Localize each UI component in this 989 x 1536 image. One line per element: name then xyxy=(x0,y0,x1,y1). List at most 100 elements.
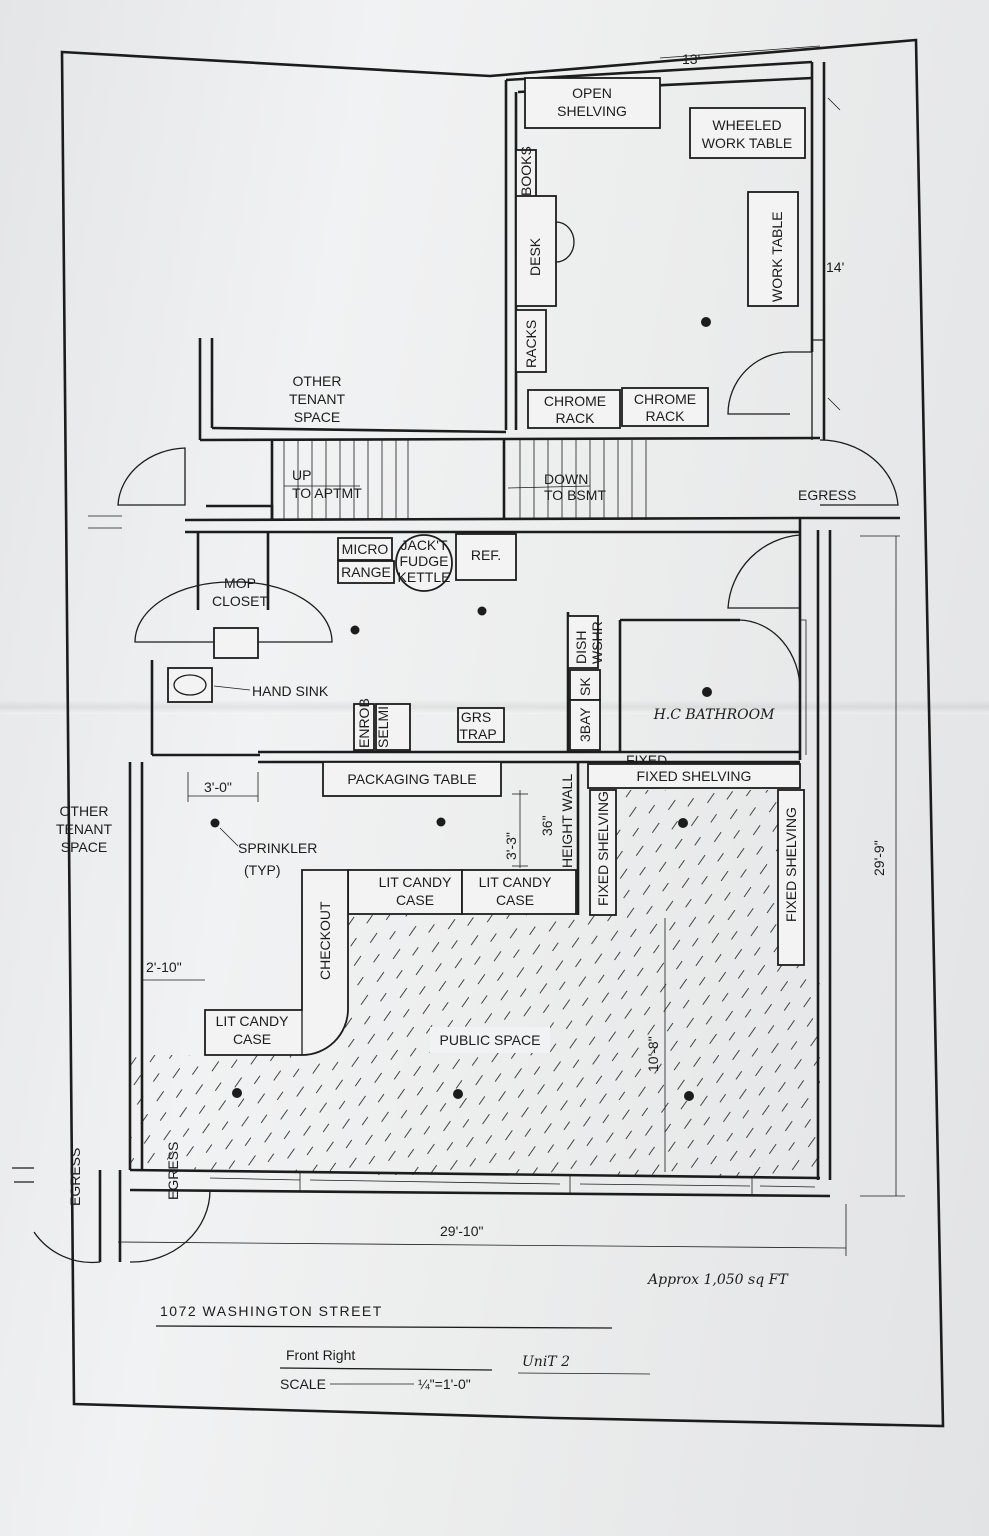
dishwasher xyxy=(567,615,599,669)
mop-closet-label-1: MOP xyxy=(224,575,256,591)
selmi xyxy=(375,703,411,751)
down-label-1: DOWN xyxy=(544,471,588,487)
checkout-counter xyxy=(204,869,349,1056)
fixed-shelving-horizontal xyxy=(587,763,801,789)
dim-10-8: 10'-8" xyxy=(645,1036,661,1072)
three-bay-label: 3BAY xyxy=(577,707,593,742)
hatch-public-left xyxy=(130,1055,340,1172)
work-table xyxy=(747,191,799,307)
other-tenant-top-2: TENANT xyxy=(289,391,345,407)
wheeled-work-table xyxy=(689,107,806,159)
right-exterior-wall xyxy=(798,516,900,1180)
egress-right-door xyxy=(819,439,899,506)
lit-candy-case-3-label-2: CASE xyxy=(233,1031,271,1047)
three-bay-sink xyxy=(569,699,601,751)
lit-candy-case-1-label-1: LIT CANDY xyxy=(379,874,453,890)
dim-13ft: 13' xyxy=(682,51,700,67)
ref-label: REF. xyxy=(471,547,501,563)
wheeled-work-table-label-1: WHEELED xyxy=(712,117,781,133)
wshr-label: WSHR xyxy=(589,621,605,664)
fudge-kettle-label-1: JACK'T xyxy=(400,537,447,553)
bathroom-door-swing xyxy=(736,619,801,691)
unit-note: UniT 2 xyxy=(522,1354,570,1370)
sprinkler-label-1: SPRINKLER xyxy=(238,840,317,856)
stair-treads-up xyxy=(283,440,409,520)
fudge-kettle xyxy=(395,534,453,592)
egress-left-1-label: EGRESS xyxy=(67,1148,83,1206)
racks-label: RACKS xyxy=(523,320,539,368)
area-note: Approx 1,050 sq FT xyxy=(646,1272,789,1288)
range-label: RANGE xyxy=(341,564,391,580)
office-door-swing xyxy=(727,351,812,415)
checkout-label: CHECKOUT xyxy=(317,901,333,980)
dim-14ft: 14' xyxy=(826,259,844,275)
public-space-label: PUBLIC SPACE xyxy=(440,1032,541,1048)
hatch-public-right xyxy=(615,790,820,1178)
lit-candy-case-3-label-1: LIT CANDY xyxy=(216,1013,290,1029)
other-tenant-top-3: SPACE xyxy=(294,409,340,425)
dim-3-0: 3'-0" xyxy=(204,779,232,795)
sprinkler-dot xyxy=(701,317,711,327)
grease-trap-label-2: TRAP xyxy=(459,726,496,742)
grease-trap-label-1: GRS xyxy=(461,709,491,725)
range xyxy=(337,560,395,584)
paper-fold xyxy=(0,700,989,714)
desk-chair xyxy=(555,221,575,263)
hand-sink-label: HAND SINK xyxy=(252,683,329,699)
enrober xyxy=(353,703,375,751)
dish-label: DISH xyxy=(573,631,589,664)
sprinkler-typ-dot xyxy=(210,818,220,828)
sk-label: SK xyxy=(577,677,593,696)
fixed-shelving-v1-label: FIXED SHELVING xyxy=(595,791,611,906)
other-tenant-top-1: OTHER xyxy=(293,373,342,389)
fixed-shelving-v2-label: FIXED SHELVING xyxy=(783,807,799,922)
micro-label: MICRO xyxy=(342,541,389,557)
fixed-shelving-vertical-1 xyxy=(589,789,617,916)
up-label-1: UP xyxy=(292,467,311,483)
wheeled-work-table-label-2: WORK TABLE xyxy=(702,135,793,151)
egress-left-door-2 xyxy=(129,1189,211,1263)
dim-29-9: 29'-9" xyxy=(871,840,887,876)
scale-label: SCALE xyxy=(280,1376,326,1392)
refrigerator xyxy=(455,533,517,581)
other-tenant-left-1: OTHER xyxy=(60,803,109,819)
mop-closet-label-2: CLOSET xyxy=(212,593,268,609)
other-tenant-left-2: TENANT xyxy=(56,821,112,837)
desk-label: DESK xyxy=(527,237,543,276)
grease-trap xyxy=(457,707,505,743)
fixed-shelving-h-label: FIXED SHELVING xyxy=(637,768,752,784)
lit-candy-case-2-label-1: LIT CANDY xyxy=(479,874,553,890)
dim-line-13ft xyxy=(659,45,821,59)
lit-candy-case-2 xyxy=(461,869,577,915)
back-office-walls xyxy=(504,60,826,440)
mop-closet-door xyxy=(134,581,333,643)
other-tenant-left-3: SPACE xyxy=(61,839,107,855)
mop-sink xyxy=(213,627,259,659)
fudge-kettle-label-3: KETTLE xyxy=(398,569,451,585)
chrome-rack-1 xyxy=(527,389,621,429)
work-table-label: WORK TABLE xyxy=(769,211,785,302)
left-stair-door xyxy=(117,447,186,506)
up-label-2: TO APTMT xyxy=(292,485,362,501)
egress-right-label: EGRESS xyxy=(798,487,856,503)
fixed-shelving-vertical-2 xyxy=(777,789,805,966)
sink xyxy=(569,669,601,701)
chrome-rack-2 xyxy=(621,387,709,427)
dim-2-10: 2'-10" xyxy=(146,959,182,975)
plan-title: 1072 WASHINGTON STREET xyxy=(160,1303,383,1319)
microwave xyxy=(337,537,393,561)
dim-29-10: 29'-10" xyxy=(440,1223,483,1239)
lit-candy-case-2-label-2: CASE xyxy=(496,892,534,908)
drawing-border xyxy=(60,38,945,1428)
chrome-rack-1-label-2: RACK xyxy=(556,410,596,426)
egress-left-door-1 xyxy=(33,1231,101,1264)
chrome-rack-1-label-1: CHROME xyxy=(544,393,606,409)
packaging-table-label: PACKAGING TABLE xyxy=(347,771,476,787)
open-shelving xyxy=(524,77,661,129)
racks-shelf xyxy=(515,309,547,373)
packaging-table xyxy=(322,761,502,797)
storefront-windows xyxy=(209,1172,816,1196)
dim-3-3: 3'-3" xyxy=(503,832,519,860)
sprinkler-label-2: (TYP) xyxy=(244,862,281,878)
